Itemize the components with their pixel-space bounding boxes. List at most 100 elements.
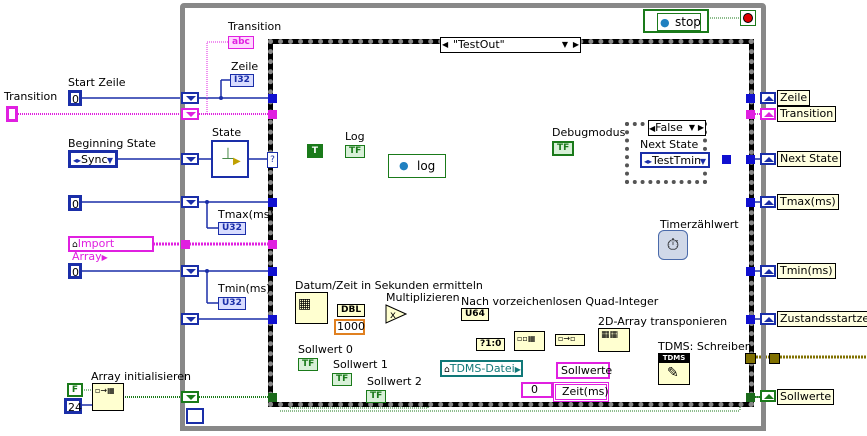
case-tunnel-starttime[interactable] — [268, 315, 277, 324]
decrement-icon[interactable]: ◀ — [649, 124, 656, 133]
stop-vi-node[interactable]: ● stop — [643, 9, 709, 33]
dropdown-icon[interactable]: ▼ — [688, 123, 695, 132]
case-tunnel-transition[interactable] — [268, 110, 277, 119]
case-out-tunnel-starttime[interactable] — [746, 315, 755, 324]
transition-control[interactable] — [6, 106, 18, 122]
sollwert0-indicator[interactable]: TF — [298, 358, 319, 371]
get-datetime-node[interactable]: ▦ — [295, 292, 328, 324]
zeile-indicator[interactable]: I32 — [230, 74, 254, 87]
shift-register-tmin-right[interactable] — [760, 265, 776, 277]
transpose-node[interactable]: ▦▦ — [598, 328, 630, 352]
log-label: Log — [345, 130, 365, 143]
case-out-tunnel-zeile[interactable] — [746, 94, 755, 103]
state-typedef-node[interactable]: ⊥ ▶ — [211, 140, 249, 178]
case-out-tunnel-state[interactable] — [746, 155, 755, 164]
true-constant[interactable]: T — [307, 144, 323, 158]
sollwert2-indicator[interactable]: TF — [366, 390, 387, 403]
multiply-constant[interactable]: 1000 — [334, 319, 365, 335]
bool-to-int-conversion[interactable]: ?1:0 — [476, 338, 506, 351]
dropdown-icon[interactable]: ▼ — [561, 40, 568, 49]
start-zeile-label: Start Zeile — [68, 76, 126, 89]
inner-case-tunnel[interactable] — [722, 155, 731, 164]
shift-register-zeile-left[interactable] — [181, 92, 199, 104]
start-zeile-control[interactable]: 0 — [68, 90, 82, 106]
shift-register-state-left[interactable] — [181, 153, 199, 165]
index-constant[interactable]: 0 — [521, 382, 553, 398]
shift-register-state-right[interactable] — [760, 153, 776, 165]
log-subvi[interactable]: ● log — [388, 154, 446, 178]
inner-case-selector[interactable]: ◀False▼▶ — [648, 120, 706, 136]
shift-register-tmax-left[interactable] — [181, 196, 199, 208]
iteration-terminal — [186, 408, 204, 424]
output-tmax: Tmax(ms) — [777, 194, 839, 210]
while-loop[interactable] — [180, 3, 766, 431]
tmax-indicator[interactable]: U32 — [218, 222, 246, 235]
next-state-const-label: Next State — [640, 138, 699, 151]
timer-icon[interactable]: ⏱ — [658, 230, 688, 260]
debug-control[interactable]: TF — [552, 141, 575, 156]
increment-icon[interactable]: ▶ — [572, 40, 579, 49]
dropdown-icon[interactable]: ▼ — [106, 156, 113, 165]
shift-register-starttime-right[interactable] — [760, 313, 776, 325]
case-selector-terminal[interactable]: ? — [267, 152, 278, 168]
tmax-control[interactable]: 0 — [68, 195, 82, 211]
case-out-tunnel-error[interactable] — [745, 353, 756, 364]
zeit-constant[interactable]: Zeit(ms) — [553, 382, 609, 402]
home-icon: ⌂ — [444, 365, 450, 375]
log-indicator[interactable]: TF — [345, 145, 366, 158]
initialize-array-node[interactable]: ▫→▦ — [92, 383, 124, 411]
shift-register-zeile-right[interactable] — [760, 92, 776, 104]
tdms-write-node[interactable]: TDMS ✎ — [658, 353, 690, 385]
shift-register-tmax-right[interactable] — [760, 196, 776, 208]
array-init-icon: ▫→▦ — [95, 386, 115, 395]
u64-conversion[interactable]: U64 — [461, 308, 489, 321]
reshape-node[interactable]: ▫→▫ — [555, 334, 585, 346]
tmin-indicator-label: Tmin(ms) — [218, 282, 271, 295]
transition-indicator[interactable]: abc — [228, 36, 254, 49]
dropdown-icon[interactable]: ▼ — [699, 157, 706, 166]
case-tunnel-import-array[interactable] — [268, 240, 277, 249]
home-icon: ⌂ — [72, 240, 78, 250]
shift-register-transition-right[interactable] — [760, 108, 776, 120]
case-out-tunnel-tmin[interactable] — [746, 267, 755, 276]
tdms-file-label: TDMS-Datei — [449, 362, 515, 375]
false-constant[interactable]: F — [67, 383, 83, 397]
beginning-state-value: Sync — [81, 153, 108, 166]
sollwerte-constant[interactable]: Sollwerte — [556, 362, 612, 379]
build-array-node[interactable]: ▫▫▦ — [514, 331, 545, 351]
tmin-indicator[interactable]: U32 — [218, 297, 246, 310]
shift-register-tmin-left[interactable] — [181, 265, 199, 277]
next-state-constant[interactable]: ◂▸TestTmin▼ — [640, 152, 710, 168]
shift-register-starttime-left[interactable] — [181, 313, 199, 325]
tmin-control[interactable]: 0 — [68, 263, 82, 279]
output-tmin: Tmin(ms) — [777, 263, 836, 279]
decrement-icon[interactable]: ◀ — [442, 40, 449, 49]
case-selector[interactable]: ◀ "TestOut" ▼ ▶ — [440, 37, 581, 53]
case-tunnel-sollwerte[interactable] — [268, 393, 277, 402]
sollwert1-indicator[interactable]: TF — [332, 373, 353, 386]
typedef-icon: ⊥ — [221, 144, 235, 163]
case-tunnel-zeile[interactable] — [268, 94, 277, 103]
beginning-state-control[interactable]: ◂▸Sync ▼ — [68, 150, 118, 168]
tdms-file-global[interactable]: ⌂TDMS-Datei▶ — [440, 360, 523, 377]
shift-register-sollwerte-right[interactable] — [760, 390, 776, 402]
shift-register-transition-left[interactable] — [181, 108, 199, 120]
array-size-constant[interactable]: 24 — [64, 398, 82, 414]
case-out-tunnel-transition[interactable] — [746, 110, 755, 119]
case-out-tunnel-sollwerte[interactable] — [746, 393, 755, 402]
shift-register-sollwerte-left[interactable] — [181, 391, 199, 403]
stop-condition-terminal[interactable] — [740, 10, 756, 26]
import-array-global[interactable]: ⌂Import Array▶ — [68, 236, 154, 263]
case-out-tunnel-tmax[interactable] — [746, 198, 755, 207]
tdms-header: TDMS — [659, 354, 689, 363]
dbl-conversion[interactable]: DBL — [337, 304, 366, 317]
case-tunnel-tmax[interactable] — [268, 198, 277, 207]
tunnel-import-array[interactable] — [181, 240, 190, 249]
loop-tunnel-error[interactable] — [769, 353, 780, 364]
output-zeile: Zeile — [777, 90, 811, 106]
increment-icon[interactable]: ▶ — [697, 123, 704, 132]
case-tunnel-tmin[interactable] — [268, 267, 277, 276]
multiply-node[interactable]: x — [385, 304, 407, 324]
globe-icon: ● — [660, 16, 670, 29]
next-state-value: TestTmin — [652, 154, 702, 167]
